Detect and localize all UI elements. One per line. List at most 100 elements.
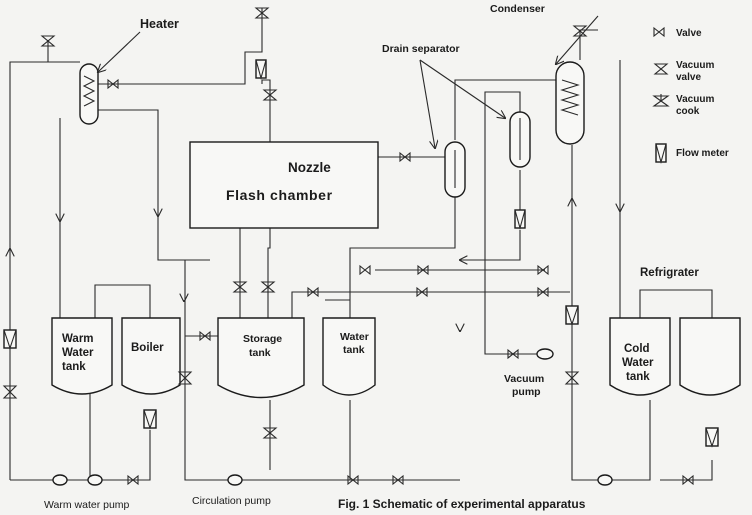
legend-flow-meter-icon <box>655 143 667 165</box>
valve-icon <box>416 286 428 298</box>
cold-water-tank-label-2: Water <box>622 357 654 369</box>
vacuum-valve-icon <box>262 89 278 101</box>
tank-boiler-link-pipe <box>94 284 151 318</box>
flash-chamber <box>189 141 379 229</box>
valve-icon <box>392 474 404 486</box>
condenser-coil-icon <box>560 79 580 116</box>
condenser <box>555 61 585 145</box>
heater-coil-icon <box>82 75 96 107</box>
legend-valve-icon <box>653 26 665 38</box>
cold-pump-icon <box>597 474 613 486</box>
flow-meter-icon <box>3 329 17 350</box>
cold-return-pipe <box>660 460 713 481</box>
pumps <box>52 348 613 486</box>
heater-label: Heater <box>140 17 179 31</box>
vacuum-pump-icon <box>536 348 554 360</box>
warm-water-tank-label-3: tank <box>62 361 86 373</box>
vacuum-valve-icon <box>232 281 248 293</box>
drain-separator-1 <box>444 141 466 198</box>
valve-icon <box>307 286 319 298</box>
vacuum-valve-icon <box>260 281 276 293</box>
warm-water-pump-icon <box>52 474 68 486</box>
valve-icon <box>359 264 371 276</box>
vacuum-valve-icon <box>2 385 18 399</box>
circulation-pipe <box>184 260 460 481</box>
warm-water-tank-label-2: Water <box>62 347 94 359</box>
drain-separator-2 <box>509 111 531 168</box>
separator-water-tank-pipe <box>349 195 456 318</box>
flow-meter-icon <box>705 427 719 448</box>
vacuum-valve-icon <box>177 371 193 385</box>
cold-water-tank <box>609 317 671 396</box>
vacuum-valve-icon <box>262 427 278 439</box>
warm-water-tank <box>51 317 113 395</box>
valve-icon <box>537 264 549 276</box>
valve-icon <box>347 474 359 486</box>
separator2-vent-pipe <box>484 91 521 340</box>
condenser-vent-pipe <box>579 29 598 60</box>
condenser-label: Condenser <box>490 3 545 15</box>
refrigerator-tank <box>679 317 741 396</box>
valves <box>2 7 694 486</box>
labels: Heater Condenser Drain separator Nozzle … <box>44 3 729 511</box>
valve-icon <box>127 474 139 486</box>
legend-vacuum-valve-label-2: valve <box>676 72 701 83</box>
vacuum-valve-icon <box>40 35 56 47</box>
circulation-pump-label: Circulation pump <box>192 495 271 507</box>
flash-chamber-label: Flash chamber <box>226 187 333 203</box>
vacuum-valve-icon <box>254 7 270 19</box>
water-tank-label-2: tank <box>343 344 365 356</box>
legend-vacuum-valve-label-1: Vacuum <box>676 60 714 71</box>
condenser-return-pipe <box>571 145 600 481</box>
legend-vacuum-cook-label-2: cook <box>676 106 700 117</box>
boiler <box>121 317 181 395</box>
vacuum-valve-icon <box>507 348 519 360</box>
valve-icon <box>537 286 549 298</box>
flow-meter-icon <box>255 59 267 81</box>
flow-meter-icon <box>514 209 526 231</box>
valve-icon <box>399 151 411 163</box>
water-tank <box>322 317 376 396</box>
leader-lines <box>98 15 599 148</box>
cold-pump-pipe <box>610 400 651 481</box>
cold-water-tank-label-3: tank <box>626 371 650 383</box>
drain-separator-label: Drain separator <box>382 43 460 55</box>
vacuum-pump-pipe <box>484 340 545 355</box>
legend-valve-label: Valve <box>676 28 702 39</box>
header-pipe <box>291 291 570 318</box>
warm-water-tank-label-1: Warm <box>62 333 94 345</box>
flow-meters <box>3 59 719 448</box>
heater-outlet-pipe <box>98 109 210 261</box>
refrigerator-label: Refrigrater <box>640 267 699 279</box>
storage-tank-label-2: tank <box>249 347 271 359</box>
piping <box>9 8 713 481</box>
heater-supply-pipe <box>9 61 80 480</box>
storage-tank <box>217 317 305 399</box>
vacuum-pump-label-1: Vacuum <box>504 373 544 385</box>
heater <box>79 63 99 125</box>
warm-pump-right-pipe <box>65 430 151 481</box>
vacuum-valve-icon <box>572 25 588 37</box>
legend-flow-meter-label: Flow meter <box>676 148 729 159</box>
legend-vacuum-cook-icon <box>652 94 670 107</box>
cold-water-tank-label-1: Cold <box>624 343 650 355</box>
vacuum-valve-icon <box>564 371 580 385</box>
valve-icon <box>199 330 211 342</box>
valve-icon <box>107 78 119 90</box>
legend-vacuum-valve-icon <box>653 63 669 75</box>
valve-icon <box>682 474 694 486</box>
warm-water-pump-label: Warm water pump <box>44 499 130 511</box>
heater-nozzle-pipe <box>98 28 263 85</box>
boiler-label: Boiler <box>131 342 164 354</box>
legend <box>652 26 670 165</box>
valve-icon <box>417 264 429 276</box>
flow-meter-icon <box>565 305 579 326</box>
flash-storage-pipe-2 <box>267 228 271 318</box>
nozzle-label: Nozzle <box>288 160 331 175</box>
separator-condenser-pipe <box>454 79 565 140</box>
vacuum-pump-label-2: pump <box>512 386 541 398</box>
figure-caption: Fig. 1 Schematic of experimental apparat… <box>338 497 586 511</box>
refrigerator-link-pipe <box>639 289 713 318</box>
flow-meter-icon <box>143 409 157 430</box>
